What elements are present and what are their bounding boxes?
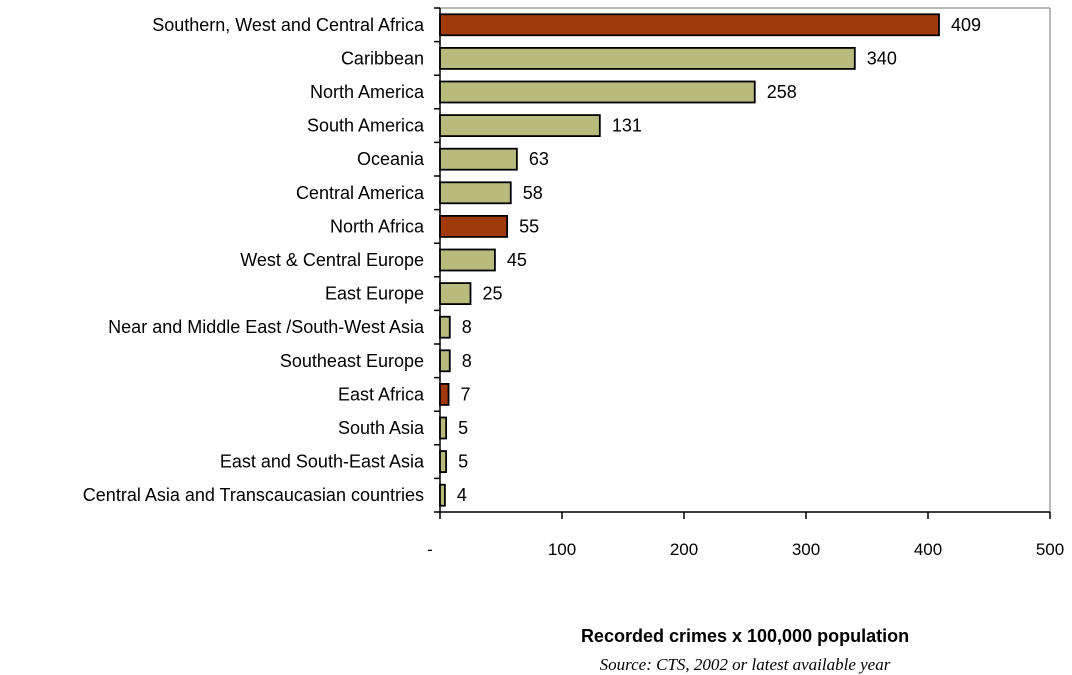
value-label: 4 [457, 485, 467, 505]
x-tick-label: 300 [792, 540, 820, 559]
bar [439, 13, 940, 37]
value-label: 58 [523, 183, 543, 203]
category-label: South Asia [338, 418, 425, 438]
value-label: 8 [462, 317, 472, 337]
bar [439, 382, 450, 406]
value-label: 340 [867, 48, 897, 68]
value-label: 8 [462, 351, 472, 371]
value-label: 5 [458, 452, 468, 472]
source-note: Source: CTS, 2002 or latest available ye… [599, 655, 891, 674]
value-label: 7 [461, 384, 471, 404]
bar [439, 248, 496, 272]
category-label: Oceania [357, 149, 425, 169]
category-label: Central Asia and Transcaucasian countrie… [83, 485, 424, 505]
bar [439, 181, 512, 205]
value-label: 45 [507, 250, 527, 270]
category-label: East and South-East Asia [220, 452, 425, 472]
bar [439, 483, 446, 507]
value-label: 55 [519, 216, 539, 236]
bar [439, 315, 451, 339]
bar [439, 114, 601, 137]
bar [439, 80, 756, 104]
bar [439, 147, 518, 171]
bar [439, 450, 447, 474]
x-tick-label: 500 [1036, 540, 1064, 559]
category-label: North America [310, 82, 425, 102]
category-label: East Europe [325, 284, 424, 304]
category-label: Caribbean [341, 48, 424, 68]
bar [439, 47, 856, 70]
x-tick-label: 100 [548, 540, 576, 559]
category-label: East Africa [338, 384, 425, 404]
value-label: 25 [483, 284, 503, 304]
category-label: Southeast Europe [280, 351, 424, 371]
category-label: Central America [296, 183, 425, 203]
bar [439, 282, 472, 306]
category-label: West & Central Europe [240, 250, 424, 270]
x-tick-label: - [427, 540, 433, 559]
x-tick-label: 200 [670, 540, 698, 559]
value-label: 5 [458, 418, 468, 438]
bar [439, 214, 508, 238]
chart-canvas: - 100 200 300 400 500 Southern, West and Centr… [83, 7, 1064, 559]
category-label: Near and Middle East /South-West Asia [108, 317, 425, 337]
bar [439, 349, 451, 373]
category-label: North Africa [330, 216, 425, 236]
bar [439, 416, 447, 440]
value-label: 63 [529, 149, 549, 169]
category-label: Southern, West and Central Africa [152, 15, 425, 35]
category-label: South America [307, 116, 425, 136]
value-label: 409 [951, 15, 981, 35]
x-axis-title: Recorded crimes x 100,000 population [580, 626, 910, 646]
x-tick-label: 400 [914, 540, 942, 559]
value-label: 258 [767, 82, 797, 102]
value-label: 131 [612, 116, 642, 136]
